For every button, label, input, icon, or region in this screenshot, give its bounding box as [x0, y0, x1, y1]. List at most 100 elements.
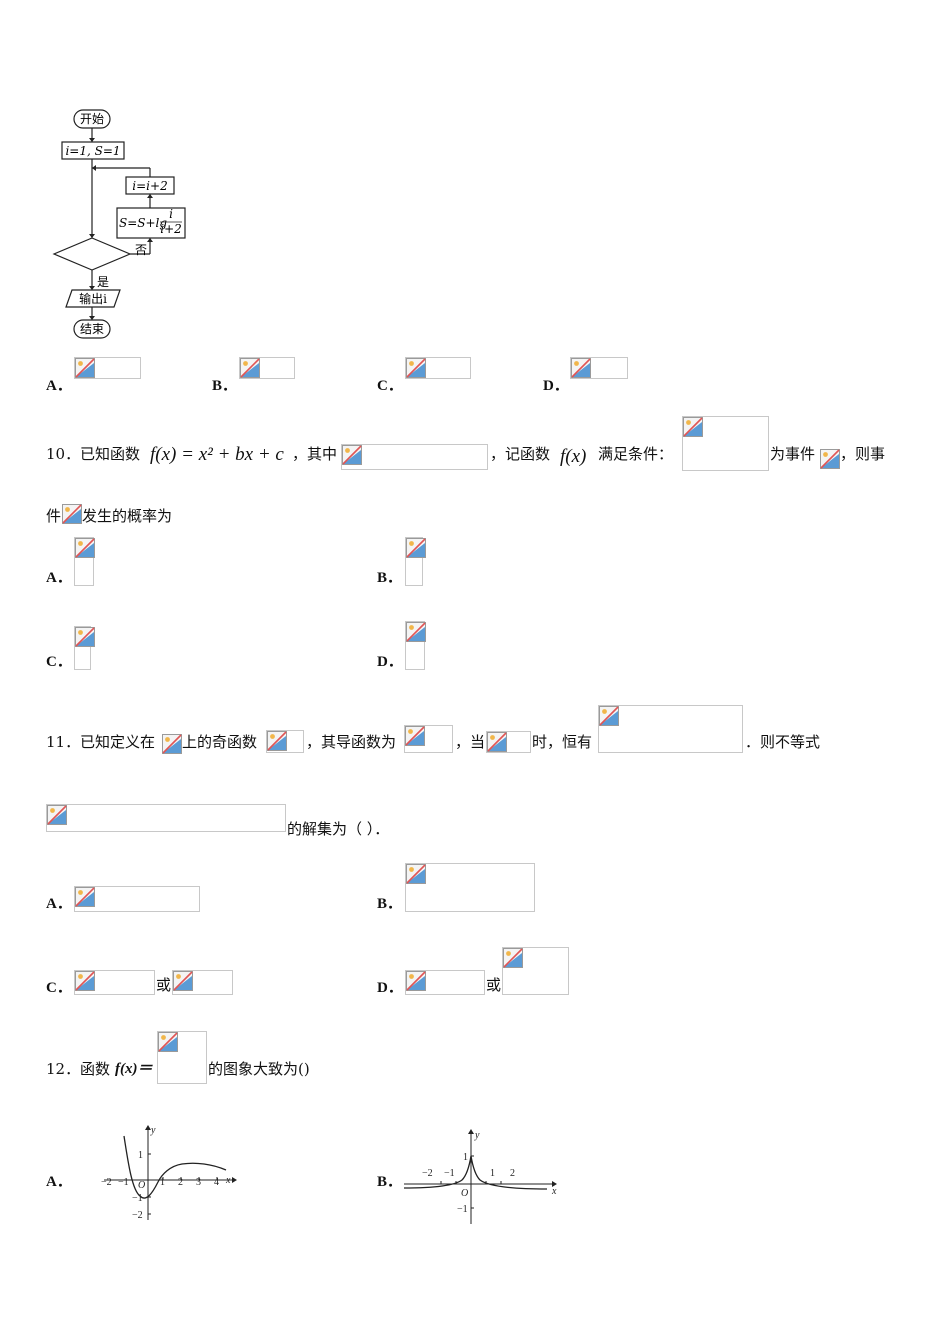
q10-condition-system-image: [682, 416, 769, 471]
graph-b-x-tick: −1: [444, 1168, 455, 1179]
q9-option-c-image: [405, 357, 471, 379]
flowchart-init: i=1, S=1: [65, 144, 120, 158]
graph-a-y-tick: −2: [132, 1210, 143, 1221]
q11-text: ，其导函数为: [306, 733, 397, 751]
q10-option-d-image: [405, 621, 425, 670]
broken-image-icon: [267, 731, 287, 751]
broken-image-icon: [820, 449, 840, 469]
graph-a-y-tick: −1: [132, 1193, 143, 1204]
graph-b-x-tick: 1: [490, 1168, 495, 1179]
flowchart-output: 输出i: [79, 291, 107, 306]
broken-image-icon: [487, 732, 507, 752]
q10-option-b-image: [405, 537, 423, 586]
graph-a-origin: O: [138, 1180, 145, 1191]
q10-option-b: B．: [377, 570, 403, 586]
flowchart-frac-num: i: [169, 207, 173, 221]
q11-or-word: 或: [486, 976, 502, 994]
q12-option-a: A．: [46, 1174, 72, 1190]
broken-image-icon: [599, 706, 619, 726]
q9-option-a-image: [74, 357, 141, 379]
graph-a-y-tick: 1: [138, 1150, 143, 1161]
q10-event-image: [820, 449, 840, 469]
q10-option-a: A．: [46, 570, 72, 586]
q11-option-c-image-2: [172, 970, 233, 995]
broken-image-icon: [683, 417, 703, 437]
broken-image-icon: [75, 627, 95, 647]
q11-text: 上的奇函数: [182, 733, 258, 751]
broken-image-icon: [405, 726, 425, 746]
flowchart-start: 开始: [80, 112, 104, 126]
q11-option-d-image-2: [502, 947, 569, 995]
broken-image-icon: [240, 358, 260, 378]
broken-image-icon: [75, 358, 95, 378]
q11-function-image: [266, 730, 304, 753]
q10-option-a-image: [74, 537, 94, 586]
broken-image-icon: [406, 358, 426, 378]
q11-option-c-image-1: [74, 970, 155, 995]
q9-option-d-image: [570, 357, 628, 379]
q9-option-a: A．: [46, 378, 72, 394]
broken-image-icon: [173, 971, 193, 991]
broken-image-icon: [75, 538, 95, 558]
q10-option-c: C．: [46, 654, 72, 670]
q9-option-d: D．: [543, 378, 569, 394]
q12-function: f(x)＝: [115, 1061, 153, 1077]
q12-number: 12．: [46, 1060, 81, 1078]
q10-text: 为事件: [770, 445, 816, 463]
q10-number: 10．: [46, 445, 81, 463]
q10-event-image: [62, 504, 82, 524]
q10-function-definition: f(x) = x² + bx + c: [150, 444, 284, 465]
q11-inequality-image: [598, 705, 743, 753]
broken-image-icon: [75, 887, 95, 907]
q11-number: 11．: [46, 733, 81, 751]
q10-text: 件: [46, 507, 62, 525]
graph-a-x-tick: −1: [118, 1177, 129, 1188]
broken-image-icon: [62, 504, 82, 524]
q11-option-a-image: [74, 886, 200, 912]
q9-option-b: B．: [212, 378, 238, 394]
q12-text: 函数: [80, 1060, 111, 1078]
broken-image-icon: [406, 864, 426, 884]
q11-option-a: A．: [46, 896, 72, 912]
q11-or-word: 或: [156, 976, 172, 994]
flowchart: 开始 i=1, S=1 i=i+2 S=S+lg i i+2 否 是 输出i 结…: [52, 109, 186, 339]
q10-text: 已知函数: [80, 445, 141, 463]
flowchart-no-label: 否: [135, 243, 147, 257]
graph-a-x-tick: 1: [160, 1177, 165, 1188]
graph-a-x-tick: 3: [196, 1177, 201, 1188]
flowchart-update-s: S=S+lg: [119, 216, 167, 230]
graph-b-y-tick: −1: [457, 1204, 468, 1215]
flowchart-frac-den: i+2: [160, 222, 182, 236]
q11-text: ，当: [455, 733, 486, 751]
flowchart-update-i: i=i+2: [132, 179, 167, 193]
graph-a-x-tick: 4: [214, 1177, 219, 1188]
graph-b-x-tick: −2: [422, 1168, 433, 1179]
broken-image-icon: [571, 358, 591, 378]
graph-b-x-tick: 2: [510, 1168, 515, 1179]
q12-text: 的图象大致为(): [208, 1060, 310, 1078]
graph-a-x-label: x: [225, 1175, 231, 1186]
q11-text: 的解集为（ ）．: [287, 820, 390, 838]
graph-b-origin: O: [461, 1188, 468, 1199]
broken-image-icon: [158, 1032, 178, 1052]
broken-image-icon: [342, 445, 362, 465]
q10-text: 满足条件：: [598, 445, 674, 463]
q11-option-d: D．: [377, 980, 403, 996]
q10-text: ，其中: [292, 445, 338, 463]
q10-condition-image: [341, 444, 488, 470]
q11-domain-image: [162, 734, 182, 754]
graph-b-y-tick: 1: [463, 1152, 468, 1163]
q12-graph-a: y x −2 −1 1 2 3 4 1 −1 −2 O: [101, 1125, 237, 1221]
q11-target-inequality-image: [46, 804, 286, 832]
q10-option-d: D．: [377, 654, 403, 670]
flowchart-yes-label: 是: [97, 275, 109, 289]
graph-b-x-label: x: [551, 1186, 557, 1197]
q11-option-d-image-1: [405, 970, 485, 995]
flowchart-end: 结束: [80, 322, 104, 336]
broken-image-icon: [162, 734, 182, 754]
graph-a-x-tick: −2: [101, 1177, 112, 1188]
q9-option-c: C．: [377, 378, 403, 394]
q10-function-name: f(x): [560, 446, 587, 467]
q12-option-b: B．: [377, 1174, 403, 1190]
q11-text: 时，恒有: [532, 733, 593, 751]
